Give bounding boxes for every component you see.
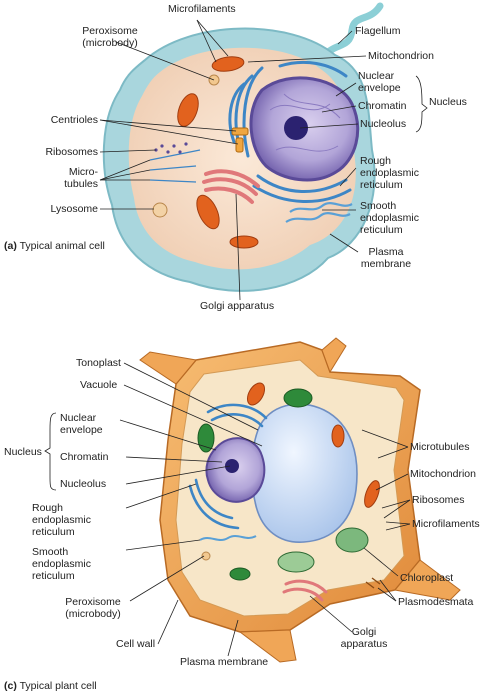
label-plasma-membrane-line2: membrane	[360, 258, 412, 270]
plant-wall-extension	[394, 559, 461, 601]
label-microtubules: Micro- tubules	[20, 166, 98, 190]
plant-wall-extension	[139, 351, 197, 385]
animal-lysosome	[152, 202, 168, 218]
label-nuclear-envelope-plant-line1: Nuclear	[60, 412, 97, 424]
label-vacuole: Vacuole	[80, 379, 118, 391]
label-plasma-membrane-plant: Plasma membrane	[180, 656, 269, 668]
label-nucleolus: Nucleolus	[360, 118, 407, 130]
animal-nucleolus	[284, 116, 308, 140]
label-rough-er-line2: endoplasmic	[360, 167, 419, 179]
label-rough-er-plant-line1: Rough	[32, 502, 63, 514]
label-nucleus: Nucleus	[429, 96, 467, 108]
label-mitochondrion: Mitochondrion	[368, 50, 434, 62]
plant-wall-extension	[321, 337, 347, 374]
label-plasma-membrane: Plasma membrane	[356, 246, 416, 270]
plant-peroxisome	[201, 551, 211, 561]
plant-wall-extension	[238, 629, 297, 663]
label-smooth-er-line2: endoplasmic	[360, 212, 419, 224]
label-nuclear-envelope-plant: Nuclear envelope	[60, 412, 103, 436]
label-microtubules-line2: tubules	[64, 178, 98, 190]
label-plasma-membrane-line1: Plasma	[368, 246, 404, 258]
label-nuclear-envelope-line1: Nuclear	[358, 70, 395, 82]
label-chromatin: Chromatin	[358, 100, 407, 112]
label-rough-er-plant-line2: endoplasmic	[32, 514, 91, 526]
label-peroxisome-line2: (microbody)	[82, 37, 138, 49]
label-microtubules-line1: Micro-	[68, 166, 98, 178]
label-golgi-plant-line2: apparatus	[340, 638, 388, 650]
caption-plant-letter: (c)	[4, 680, 17, 692]
label-nuclear-envelope: Nuclear envelope	[358, 70, 401, 94]
animal-centriole	[235, 137, 244, 153]
plant-plasmodesmata	[365, 577, 381, 589]
label-smooth-er-plant-line3: reticulum	[32, 570, 75, 582]
caption-animal-letter: (a)	[4, 240, 17, 252]
caption-animal-text: Typical animal cell	[19, 240, 105, 252]
label-lysosome: Lysosome	[50, 203, 98, 215]
label-rough-er-plant: Rough endoplasmic reticulum	[32, 502, 91, 538]
label-flagellum: Flagellum	[355, 25, 401, 37]
plant-cell	[139, 337, 461, 663]
caption-plant-text: Typical plant cell	[19, 680, 97, 692]
label-golgi: Golgi apparatus	[200, 300, 275, 312]
label-cell-wall: Cell wall	[116, 638, 156, 650]
animal-rough-er	[228, 60, 352, 204]
label-plasmodesmata: Plasmodesmata	[398, 596, 474, 608]
animal-leader-lines	[99, 19, 428, 301]
label-ribosomes-plant: Ribosomes	[412, 494, 465, 506]
plant-smooth-er	[199, 535, 257, 541]
animal-golgi	[202, 169, 260, 204]
label-nuclear-envelope-line2: envelope	[358, 82, 401, 94]
label-tonoplast: Tonoplast	[76, 357, 121, 369]
plant-nucleolus	[225, 459, 239, 473]
label-peroxisome-line1: Peroxisome	[82, 25, 138, 37]
label-peroxisome-plant-line2: (microbody)	[65, 608, 121, 620]
label-centrioles: Centrioles	[50, 114, 98, 126]
label-nuclear-envelope-plant-line2: envelope	[60, 424, 103, 436]
label-ribosomes: Ribosomes	[45, 146, 98, 158]
label-peroxisome-plant: Peroxisome (microbody)	[50, 596, 136, 620]
plant-golgi	[282, 579, 328, 602]
animal-smooth-er	[285, 202, 353, 223]
label-rough-er-line3: reticulum	[360, 179, 403, 191]
flagellum-shape	[318, 2, 384, 66]
label-microtubules-plant: Microtubules	[410, 441, 470, 453]
animal-microtubules	[149, 149, 201, 183]
plant-chloroplasts	[197, 388, 369, 581]
label-smooth-er-plant-line2: endoplasmic	[32, 558, 91, 570]
animal-centriole	[231, 127, 249, 136]
label-chloroplast: Chloroplast	[400, 572, 454, 584]
label-smooth-er-plant: Smooth endoplasmic reticulum	[32, 546, 91, 582]
label-nucleolus-plant: Nucleolus	[60, 478, 107, 490]
plant-vacuole	[250, 403, 358, 543]
plant-mitochondria	[246, 382, 380, 508]
label-peroxisome: Peroxisome (microbody)	[66, 25, 154, 49]
animal-cell	[102, 2, 384, 292]
label-microfilaments: Microfilaments	[168, 3, 236, 15]
label-smooth-er-plant-line1: Smooth	[32, 546, 69, 558]
caption-plant-cell: (c) Typical plant cell	[4, 680, 97, 692]
label-chromatin-plant: Chromatin	[60, 451, 109, 463]
label-mitochondrion-plant: Mitochondrion	[410, 468, 476, 480]
label-smooth-er-line3: reticulum	[360, 224, 403, 236]
label-rough-er-line1: Rough	[360, 155, 391, 167]
animal-ribosomes	[154, 142, 188, 154]
label-smooth-er: Smooth endoplasmic reticulum	[360, 200, 419, 236]
label-smooth-er-line1: Smooth	[360, 200, 397, 212]
label-rough-er: Rough endoplasmic reticulum	[360, 155, 419, 191]
label-nucleus-plant: Nucleus	[4, 446, 42, 458]
label-microfilaments-plant: Microfilaments	[412, 518, 480, 530]
animal-mitochondria	[177, 56, 259, 249]
label-peroxisome-plant-line1: Peroxisome	[65, 596, 121, 608]
caption-animal-cell: (a) Typical animal cell	[4, 240, 105, 252]
label-golgi-plant: Golgi apparatus	[336, 626, 392, 650]
plant-leader-lines	[44, 362, 411, 657]
label-rough-er-plant-line3: reticulum	[32, 526, 75, 538]
label-golgi-plant-line1: Golgi	[351, 626, 377, 638]
animal-chromatin	[269, 93, 341, 152]
plant-rough-er	[188, 403, 268, 530]
